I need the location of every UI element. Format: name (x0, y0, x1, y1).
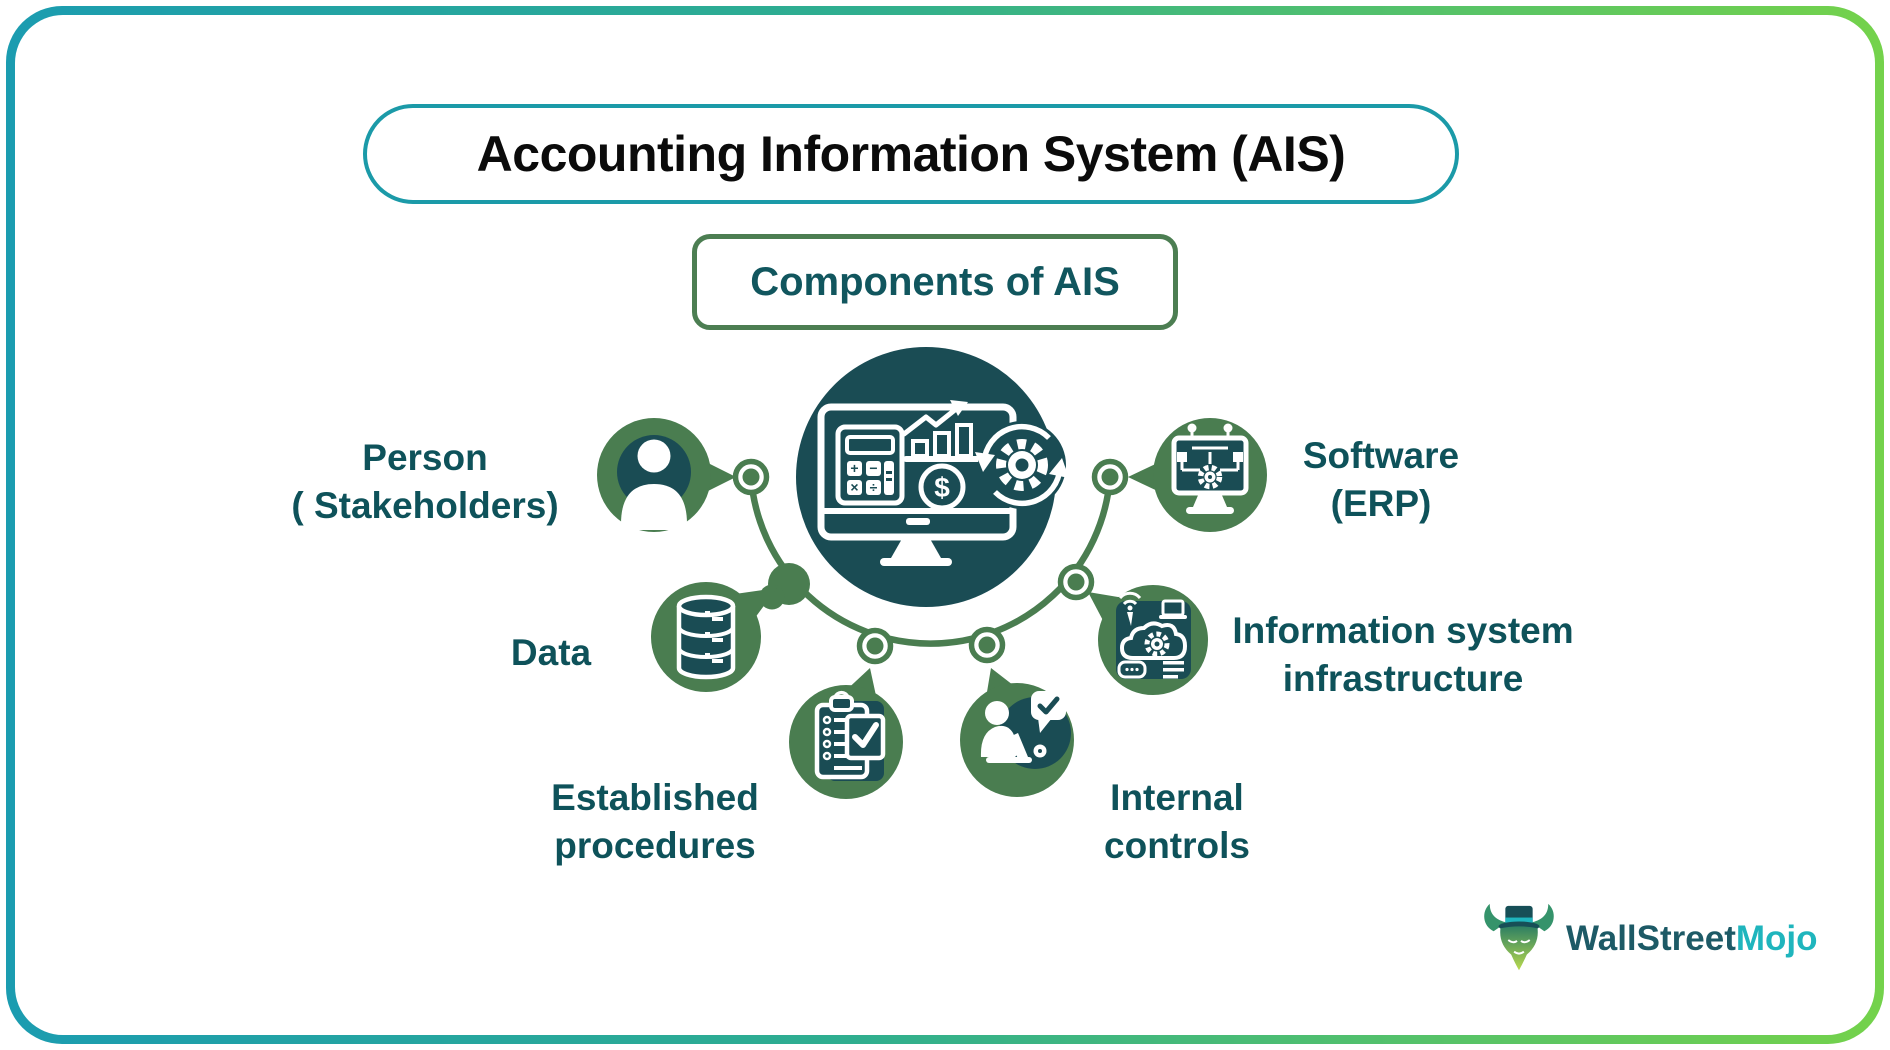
person-icon (617, 435, 691, 530)
title-pill: Accounting Information System (AIS) (363, 104, 1459, 204)
subtitle-box: Components of AIS (692, 234, 1178, 330)
logo-wordmark: WallStreetMojo (1566, 919, 1818, 958)
erp-monitor-icon (1171, 423, 1249, 514)
connector-blob (759, 563, 810, 610)
accounting-dashboard-icon: + − × ÷ $ (817, 400, 1069, 566)
auditor-checkmark-icon (980, 691, 1071, 769)
infrastructure-node (1088, 585, 1208, 695)
arc-ring-nodes (732, 458, 1129, 665)
calc-times-glyph: × (850, 479, 858, 495)
database-icon (676, 594, 736, 680)
calc-minus-glyph: − (869, 460, 877, 476)
software-node (1128, 418, 1267, 532)
bull-with-top-hat-icon (1484, 903, 1554, 971)
label-established-procedures: Established procedures (551, 777, 759, 866)
data-node (651, 582, 777, 692)
person-node (597, 418, 736, 532)
established-procedures-node (789, 668, 903, 799)
page-title: Accounting Information System (AIS) (476, 126, 1346, 182)
label-infrastructure: Information system infrastructure (1232, 610, 1574, 699)
calc-plus-glyph: + (850, 460, 858, 476)
wallstreetmojo-logo: WallStreetMojo (1480, 900, 1818, 978)
dollar-glyph: $ (934, 472, 950, 503)
internal-controls-node (960, 668, 1074, 797)
calc-divide-glyph: ÷ (870, 479, 878, 495)
connector-arc (747, 476, 1114, 647)
cloud-network-icon (1116, 591, 1191, 679)
center-node: + − × ÷ $ (796, 347, 1069, 607)
subtitle-text: Components of AIS (750, 259, 1120, 304)
label-software: Software (ERP) (1302, 435, 1460, 524)
checklist-clipboard-icon (814, 690, 886, 781)
label-internal-controls: Internal controls (1104, 777, 1250, 866)
label-person: Person ( Stakeholders) (291, 437, 559, 526)
label-data: Data (510, 632, 592, 673)
